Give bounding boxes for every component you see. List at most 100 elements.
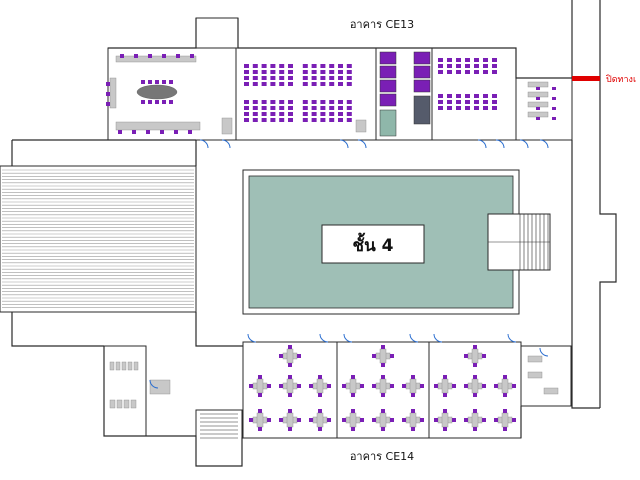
west-hall (0, 165, 197, 313)
wall-segment (108, 18, 197, 49)
seat (465, 100, 470, 104)
seat (311, 106, 317, 110)
seat (552, 117, 556, 120)
seat (372, 384, 376, 388)
wall-segment (571, 140, 600, 409)
door-swing (339, 139, 349, 149)
table (501, 412, 509, 428)
roof-stripes (2, 169, 194, 308)
seat (270, 82, 276, 86)
seat (270, 76, 276, 80)
table (115, 55, 197, 63)
seat (261, 118, 267, 122)
seat (381, 363, 385, 367)
seat (258, 375, 262, 379)
lab-panel (413, 79, 431, 93)
seat (302, 112, 308, 116)
seat (456, 94, 461, 98)
seat (411, 409, 415, 413)
seat (244, 64, 249, 68)
table (133, 361, 139, 371)
seat (351, 393, 355, 397)
table (256, 412, 264, 428)
table (109, 77, 117, 109)
seat (134, 54, 138, 58)
table (527, 111, 549, 118)
table (409, 412, 417, 428)
seat (267, 384, 271, 388)
seat (288, 363, 292, 367)
table (527, 355, 543, 363)
seat (190, 54, 194, 58)
seat (329, 70, 335, 74)
seat (261, 64, 267, 68)
building-label-top: อาคาร CE13 (350, 18, 414, 31)
seat (456, 100, 461, 104)
seat (346, 118, 352, 122)
seat (288, 64, 293, 68)
seat (492, 70, 497, 74)
meeting-table (136, 84, 178, 100)
seat (360, 418, 364, 422)
door-swing (199, 139, 209, 149)
seat (329, 106, 335, 110)
lab-panel (413, 51, 431, 65)
seat (456, 58, 461, 62)
seat (146, 130, 150, 134)
seat (320, 100, 326, 104)
wall-segment (11, 312, 104, 347)
lab-panel (379, 93, 397, 107)
seat (302, 100, 308, 104)
lab-panel (413, 65, 431, 79)
seat (552, 87, 556, 90)
seat (443, 375, 447, 379)
wall-segment (599, 0, 617, 408)
seat (120, 54, 124, 58)
seat (329, 118, 335, 122)
seat (244, 106, 249, 110)
seat (258, 409, 262, 413)
table (316, 378, 324, 394)
seat (169, 80, 173, 84)
seat (288, 70, 293, 74)
seat (464, 384, 468, 388)
seat (188, 130, 192, 134)
seat (279, 384, 283, 388)
door-swing (149, 379, 159, 389)
door-swing (343, 333, 353, 343)
seat (311, 76, 317, 80)
seat (342, 418, 346, 422)
door-swing (221, 139, 231, 149)
seat (465, 70, 470, 74)
seat (270, 112, 276, 116)
seat (346, 100, 352, 104)
lab-panels (379, 51, 431, 137)
seat (244, 82, 249, 86)
office-ne (515, 77, 573, 141)
seat (311, 70, 317, 74)
seat (155, 100, 159, 104)
seat (118, 130, 122, 134)
north-wing (107, 17, 573, 141)
table (109, 399, 116, 409)
seat (473, 363, 477, 367)
table (221, 117, 233, 135)
table (527, 371, 543, 379)
seat (279, 354, 283, 358)
table (286, 348, 294, 364)
seat (148, 54, 152, 58)
seat (420, 418, 424, 422)
seat (267, 418, 271, 422)
floor-label-box (321, 224, 425, 264)
seat (346, 112, 352, 116)
seat (279, 118, 285, 122)
table (115, 361, 121, 371)
seat (443, 393, 447, 397)
seat (465, 94, 470, 98)
seat (244, 118, 249, 122)
seat (261, 82, 267, 86)
seat (288, 345, 292, 349)
seat (279, 112, 285, 116)
seat (279, 70, 285, 74)
